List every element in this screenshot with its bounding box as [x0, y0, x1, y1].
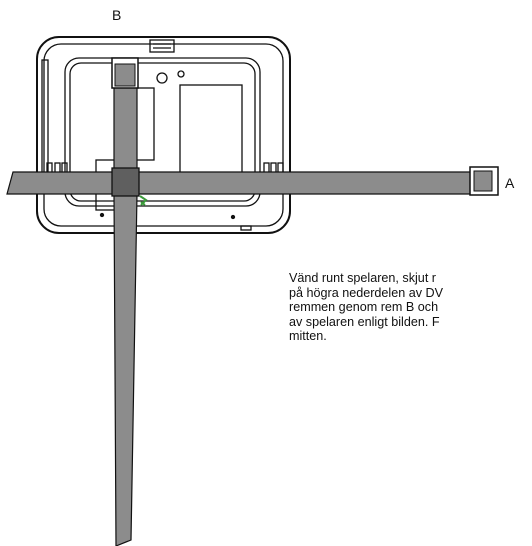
strap-b-label: B: [112, 7, 122, 23]
arrow-mark: [139, 195, 148, 206]
instruction-line: på högra nederdelen av DV: [289, 285, 444, 300]
instruction-line: remmen genom rem B och: [289, 300, 439, 314]
instruction-line: mitten.: [289, 329, 327, 343]
dvd-player-back: [36, 36, 291, 234]
strap-a: [6, 166, 499, 196]
instruction-text: Vänd runt spelaren, skjut r på högra ned…: [289, 271, 532, 351]
strap-a-label: A: [505, 175, 515, 191]
instruction-line: av spelaren enligt bilden. F: [289, 314, 440, 329]
instruction-line: Vänd runt spelaren, skjut r: [289, 271, 437, 285]
strap-b: [111, 57, 140, 546]
